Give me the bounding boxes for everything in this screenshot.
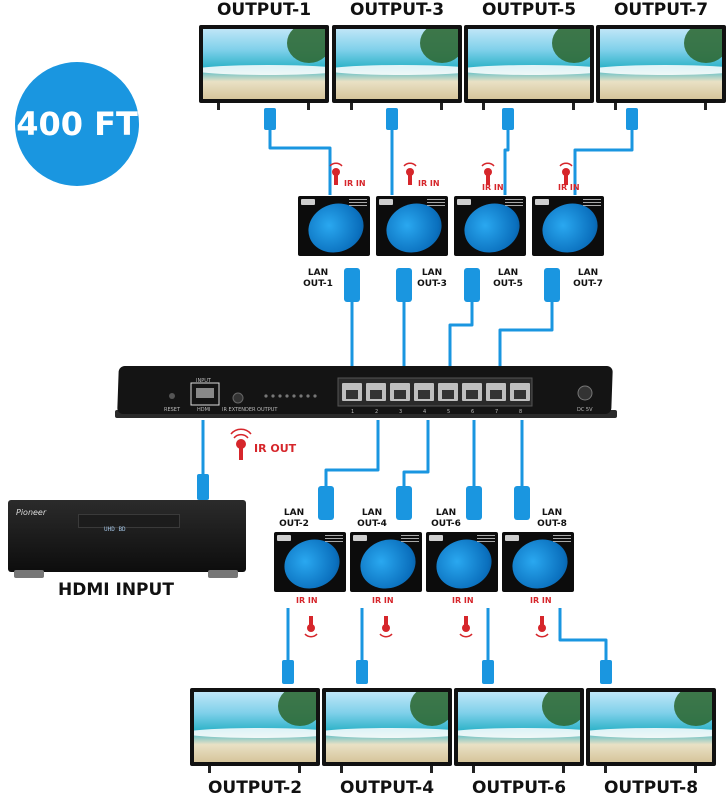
hub-input-label: INPUT	[196, 378, 211, 384]
output-label-bottom-4: OUTPUT-8	[603, 778, 699, 798]
output-label-bottom-2: OUTPUT-4	[339, 778, 435, 798]
lan-label-line2: OUT-5	[493, 279, 523, 289]
ir-in-label-top-3: IR IN	[482, 183, 504, 192]
lan-cable-bottom-1	[324, 420, 380, 490]
player-foot-right	[208, 570, 238, 578]
lan-label-line2: OUT-3	[417, 279, 447, 289]
ir-in-label-top-2: IR IN	[418, 179, 440, 188]
lan-label-line1: LAN	[577, 268, 599, 278]
hdmi-cable-bottom-4	[558, 608, 608, 665]
lan-label-line1: LAN	[421, 268, 443, 278]
tv-bottom-4	[586, 688, 716, 773]
lan-label-line1: LAN	[541, 508, 563, 518]
lan-label-line1: LAN	[435, 508, 457, 518]
hub-reset-label: RESET	[164, 407, 181, 413]
lan-label-line2: OUT-8	[537, 519, 567, 529]
tv-top-4	[596, 25, 726, 110]
output-label-top-4: OUTPUT-7	[613, 0, 709, 20]
hub-dc-label: DC 5V	[577, 407, 593, 413]
hdmi-cable-top-3	[503, 120, 510, 195]
ir-out-label: IR OUT	[254, 442, 297, 455]
lan-label-line2: OUT-6	[431, 519, 461, 529]
lan-label-line1: LAN	[497, 268, 519, 278]
hub-port-num-3: 3	[399, 409, 403, 415]
output-label-top-1: OUTPUT-1	[216, 0, 312, 20]
ir-in-label-bottom-4: IR IN	[530, 596, 552, 605]
lan-label-line2: OUT-2	[279, 519, 309, 529]
ir-in-label-bottom-1: IR IN	[296, 596, 318, 605]
lan-cable-top-3	[448, 300, 474, 372]
hub-port-num-4: 4	[423, 409, 427, 415]
lan-label-line2: OUT-7	[573, 279, 603, 289]
hub-port-num-7: 7	[495, 409, 499, 415]
distance-badge-text: 400 FT	[16, 105, 138, 143]
player-foot-left	[14, 570, 44, 578]
hub-port-num-8: 8	[519, 409, 523, 415]
lan-label-line2: OUT-4	[357, 519, 387, 529]
hub-port-num-2: 2	[375, 409, 379, 415]
hdmi-input-caption: HDMI INPUT	[58, 580, 174, 600]
ir-in-label-bottom-2: IR IN	[372, 596, 394, 605]
tv-bottom-3	[454, 688, 584, 773]
hub-port-num-5: 5	[447, 409, 451, 415]
ir-in-label-top-1: IR IN	[344, 179, 366, 188]
ir-in-label-top-4: IR IN	[558, 183, 580, 192]
hdmi-cable-top-4	[573, 120, 634, 195]
receiver-top-1	[298, 195, 371, 261]
distance-badge: 400 FT	[15, 62, 139, 186]
hub-hdmi-label: HDMI	[197, 407, 211, 413]
bluray-player: Pioneer UHD BD	[8, 500, 246, 578]
receiver-bottom-2	[350, 531, 423, 597]
ir-in-label-bottom-3: IR IN	[452, 596, 474, 605]
tv-bottom-1	[190, 688, 320, 773]
tv-bottom-2	[322, 688, 452, 773]
player-brand: Pioneer	[16, 508, 47, 517]
receiver-top-3	[454, 195, 527, 261]
disc-tray	[78, 514, 180, 528]
output-label-bottom-3: OUTPUT-6	[471, 778, 567, 798]
lan-label-line1: LAN	[283, 508, 305, 518]
hub-ir-extender-label: IR EXTENDER OUTPUT	[222, 407, 278, 413]
lan-label-line2: OUT-1	[303, 279, 333, 289]
lan-cable-top-4	[498, 300, 554, 372]
output-label-top-2: OUTPUT-3	[349, 0, 445, 20]
hub-port-num-1: 1	[351, 409, 355, 415]
receiver-bottom-3	[426, 531, 499, 597]
lan-label-line1: LAN	[361, 508, 383, 518]
tv-top-3	[464, 25, 594, 110]
player-display: UHD BD	[104, 526, 126, 533]
receiver-bottom-1	[274, 531, 347, 597]
extender-mount-plate	[115, 410, 617, 418]
receiver-top-2	[376, 195, 449, 261]
receiver-top-4	[532, 195, 605, 261]
tv-top-1	[199, 25, 329, 110]
output-label-bottom-1: OUTPUT-2	[207, 778, 303, 798]
tv-top-2	[332, 25, 462, 110]
hdmi-cable-top-1	[268, 120, 332, 195]
hub-port-num-6: 6	[471, 409, 475, 415]
lan-cable-bottom-2	[402, 420, 430, 490]
lan-label-line1: LAN	[307, 268, 329, 278]
receiver-bottom-4	[502, 531, 575, 597]
output-label-top-3: OUTPUT-5	[481, 0, 577, 20]
